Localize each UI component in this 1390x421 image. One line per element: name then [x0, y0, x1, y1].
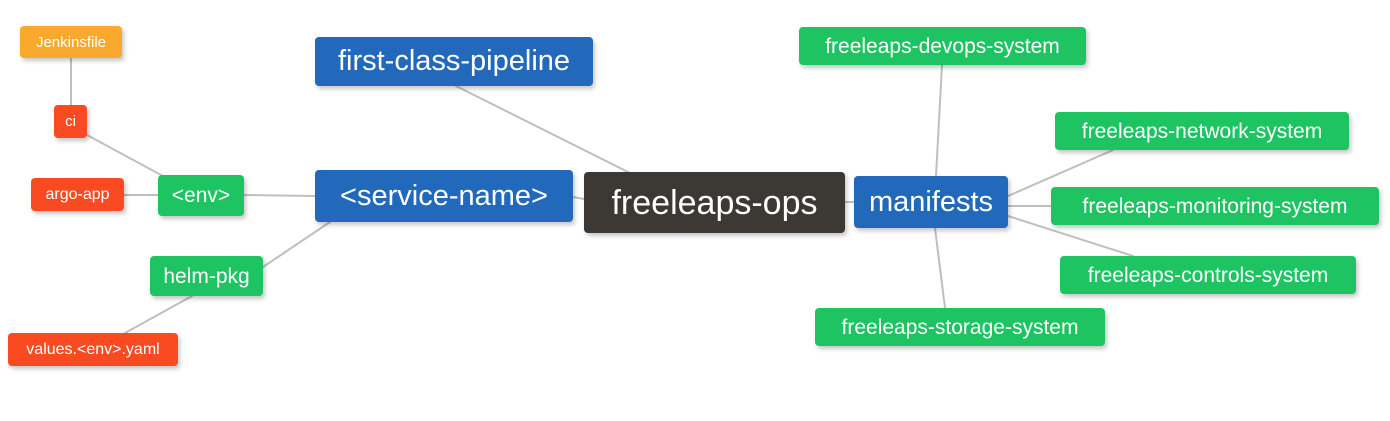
node-freeleaps-monitoring-system[interactable]: freeleaps-monitoring-system — [1051, 187, 1379, 225]
node-ci[interactable]: ci — [54, 105, 87, 138]
node-label-env: <env> — [171, 184, 231, 207]
node-label-freeleaps-network-system: freeleaps-network-system — [1081, 119, 1323, 143]
edge-env-to-service-name — [243, 194, 316, 197]
edge-service-name-to-freeleaps-ops — [572, 196, 585, 200]
node-jenkinsfile[interactable]: Jenkinsfile — [20, 26, 122, 58]
edge-manifests-to-freeleaps-storage-system — [934, 227, 946, 309]
edge-helm-pkg-to-values-yaml — [124, 295, 193, 334]
node-freeleaps-storage-system[interactable]: freeleaps-storage-system — [815, 308, 1105, 346]
node-label-freeleaps-monitoring-system: freeleaps-monitoring-system — [1082, 194, 1348, 218]
node-freeleaps-devops-system[interactable]: freeleaps-devops-system — [799, 27, 1086, 65]
node-values-yaml[interactable]: values.<env>.yaml — [8, 333, 178, 366]
node-helm-pkg[interactable]: helm-pkg — [150, 256, 263, 296]
node-label-freeleaps-storage-system: freeleaps-storage-system — [841, 315, 1079, 339]
node-label-argo-app: argo-app — [45, 185, 110, 203]
node-first-class-pipeline[interactable]: first-class-pipeline — [315, 37, 593, 86]
node-label-jenkinsfile: Jenkinsfile — [35, 33, 107, 51]
node-freeleaps-network-system[interactable]: freeleaps-network-system — [1055, 112, 1349, 150]
edge-service-name-to-helm-pkg — [262, 221, 331, 268]
node-label-values-yaml: values.<env>.yaml — [26, 340, 160, 358]
node-service-name[interactable]: <service-name> — [315, 170, 573, 222]
edge-manifests-to-freeleaps-devops-system — [935, 64, 943, 177]
node-label-first-class-pipeline: first-class-pipeline — [337, 45, 571, 77]
node-freeleaps-ops[interactable]: freeleaps-ops — [584, 172, 845, 233]
node-argo-app[interactable]: argo-app — [31, 178, 124, 211]
node-env[interactable]: <env> — [158, 175, 244, 216]
node-label-freeleaps-devops-system: freeleaps-devops-system — [825, 34, 1060, 58]
node-label-freeleaps-controls-system: freeleaps-controls-system — [1087, 263, 1329, 287]
node-label-ci: ci — [65, 113, 76, 130]
node-freeleaps-controls-system[interactable]: freeleaps-controls-system — [1060, 256, 1356, 294]
node-label-service-name: <service-name> — [340, 179, 548, 212]
node-label-freeleaps-ops: freeleaps-ops — [611, 183, 818, 222]
node-label-manifests: manifests — [868, 185, 994, 218]
edge-first-class-pipeline-to-freeleaps-ops — [455, 85, 641, 179]
node-manifests[interactable]: manifests — [854, 176, 1008, 228]
node-label-helm-pkg: helm-pkg — [163, 264, 250, 288]
